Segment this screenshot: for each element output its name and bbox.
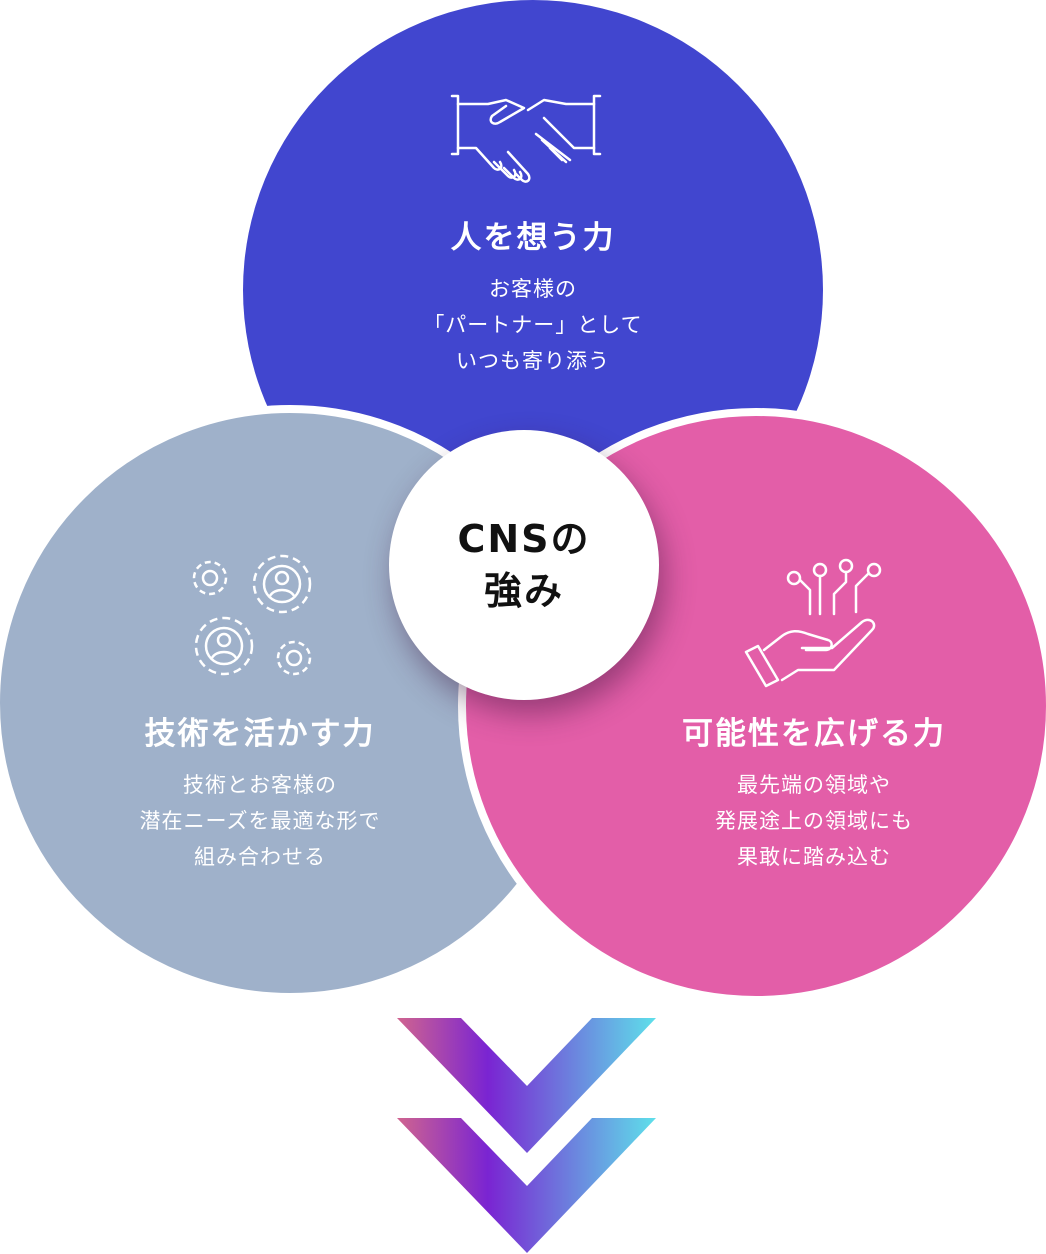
people-line: お客様の: [489, 277, 577, 301]
possibility-title: 可能性を広げる力: [682, 716, 946, 752]
technology-title: 技術を活かす力: [144, 716, 376, 752]
possibility-line: 発展途上の領域にも: [715, 809, 913, 833]
center-title-line1: CNSの: [457, 517, 591, 561]
handshake-icon: [450, 94, 602, 183]
center-circle: CNSの 強み: [389, 430, 659, 700]
possibility-line: 果敢に踏み込む: [737, 845, 891, 869]
hand-circuit-icon: [744, 558, 882, 688]
technology-line: 技術とお客様の: [183, 773, 337, 797]
possibility-line: 最先端の領域や: [737, 773, 891, 797]
center-title-line2: 強み: [483, 569, 564, 613]
people-title: 人を想う力: [450, 220, 616, 256]
chevron-upper: [397, 1018, 656, 1153]
technology-text: 技術を活かす力 技術とお客様の 潜在ニーズを最適な形で 組み合わせる: [0, 708, 520, 875]
gears-people-icon: [192, 554, 312, 676]
people-line: いつも寄り添う: [456, 349, 610, 373]
possibility-text: 可能性を広げる力 最先端の領域や 発展途上の領域にも 果敢に踏み込む: [494, 708, 1046, 875]
people-line: 「パートナー」として: [423, 313, 643, 337]
people-text: 人を想う力 お客様の 「パートナー」として いつも寄り添う: [243, 212, 823, 379]
technology-line: 組み合わせる: [194, 845, 326, 869]
technology-line: 潜在ニーズを最適な形で: [139, 809, 381, 833]
chevron-lower: [397, 1118, 656, 1253]
